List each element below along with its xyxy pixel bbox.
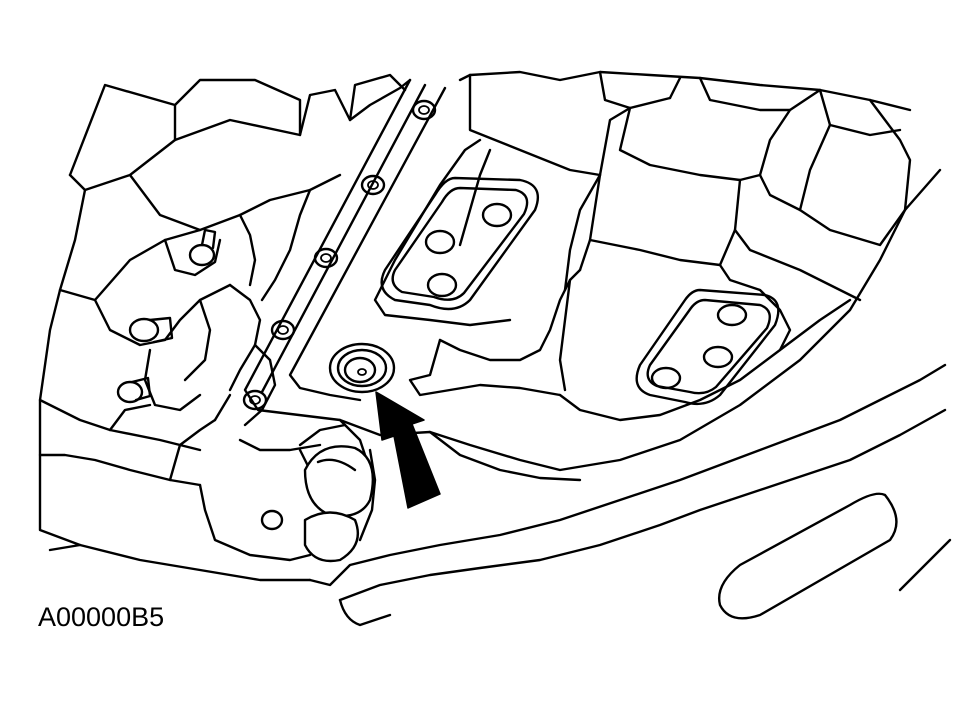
oil-pan	[242, 70, 942, 472]
drain-plug-outer	[328, 342, 396, 394]
lower-linkage	[298, 363, 952, 627]
figure-id-label: A00000B5	[38, 602, 165, 632]
transmission-case	[38, 73, 412, 582]
arrow-pointer-icon	[375, 391, 441, 509]
